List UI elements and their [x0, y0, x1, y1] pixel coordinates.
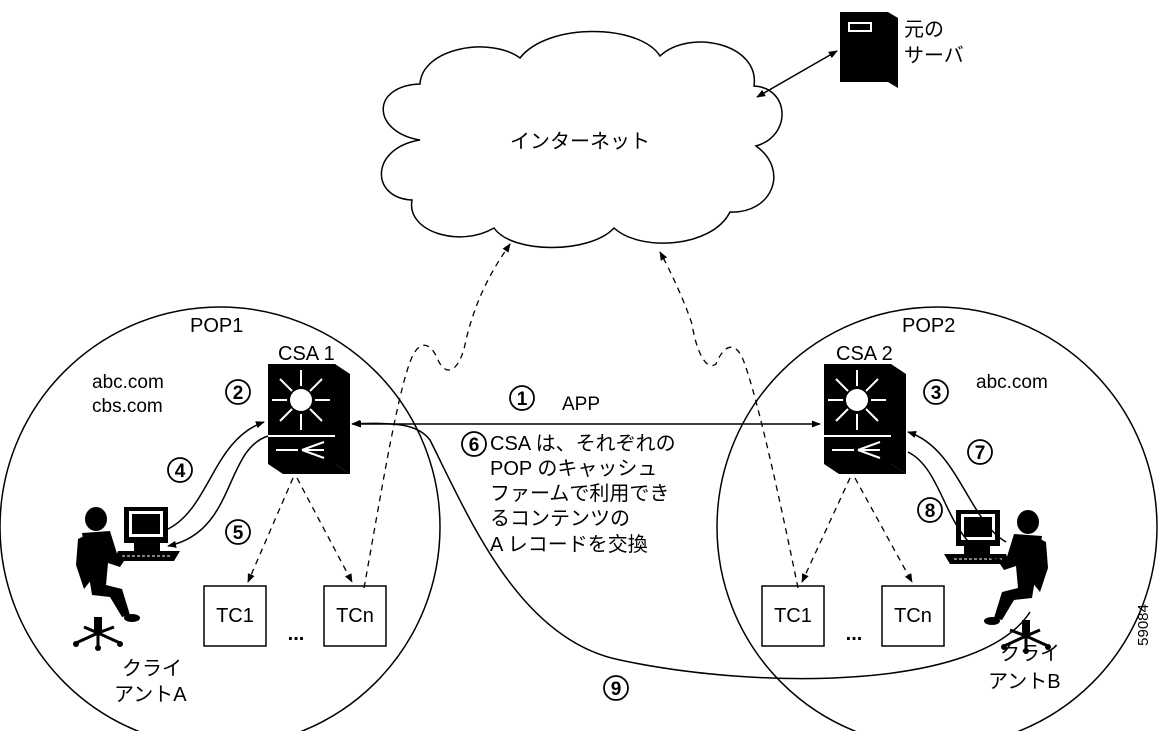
svg-text:るコンテンツの: るコンテンツの	[490, 508, 630, 530]
svg-text:5: 5	[233, 523, 244, 544]
csa1-switch-icon	[267, 363, 351, 475]
svg-text:CSA は、それぞれの: CSA は、それぞれの	[490, 433, 676, 455]
internet-cloud	[380, 30, 783, 249]
pop1-cache-tc1-label: TC1	[216, 605, 254, 627]
cache-distribution-arrows	[247, 477, 913, 583]
step-9-badge: 9	[603, 675, 629, 701]
client-a-label-1: クライ	[122, 657, 182, 680]
svg-text:8: 8	[925, 501, 936, 522]
step-4-badge: 4	[167, 457, 193, 483]
client-a-user-icon	[71, 505, 182, 653]
svg-text:6: 6	[469, 435, 480, 456]
origin-server-label-1: 元の	[904, 19, 944, 41]
origin-server-icon	[840, 12, 898, 88]
pop1-cache-ellipsis: ...	[288, 623, 305, 645]
step-2-badge: 2	[225, 379, 251, 405]
client-a-request-path	[165, 421, 265, 531]
svg-text:3: 3	[931, 383, 942, 404]
cache-internet-paths	[363, 243, 799, 589]
svg-text:4: 4	[175, 461, 186, 482]
pop1-cache-tcn-label: TCn	[336, 605, 374, 627]
csa2-label: CSA 2	[836, 343, 893, 365]
svg-text:7: 7	[975, 443, 986, 464]
step-3-badge: 3	[923, 379, 949, 405]
client-a-label-2: アントA	[114, 684, 187, 706]
pop1-cache-tc1-box	[203, 585, 267, 647]
internet-server-link	[756, 50, 838, 98]
pop1-boundary	[0, 306, 441, 731]
figure-id: 59084	[1135, 604, 1152, 646]
step-1-badge: 1	[509, 385, 535, 411]
pop1-domain-1: abc.com	[92, 372, 164, 393]
client-b-response-path	[907, 451, 1005, 564]
step-7-badge: 7	[967, 439, 993, 465]
step-8-badge: 8	[917, 497, 943, 523]
step9-path	[351, 420, 1031, 680]
pop2-boundary	[716, 306, 1158, 731]
client-a-response-path	[167, 435, 269, 548]
internet-label: インターネット	[510, 130, 650, 153]
pop2-domain-1: abc.com	[976, 372, 1048, 393]
origin-server-label-2: サーバ	[904, 45, 964, 67]
pop2-cache-tcn-label: TCn	[894, 605, 932, 627]
svg-text:1: 1	[517, 389, 528, 410]
pop2-cache-tc1-box	[761, 585, 825, 647]
svg-text:ファームで利用でき: ファームで利用でき	[490, 482, 669, 505]
client-b-label-2: アントB	[988, 671, 1061, 693]
svg-text:A レコードを交換: A レコードを交換	[490, 533, 648, 556]
pop1-label: POP1	[190, 315, 243, 337]
pop1-domain-2: cbs.com	[92, 396, 163, 417]
svg-text:POP のキャッシュ: POP のキャッシュ	[490, 458, 657, 480]
svg-text:2: 2	[233, 383, 244, 404]
pop2-cache-tc1-label: TC1	[774, 605, 812, 627]
csa1-label: CSA 1	[278, 343, 335, 365]
step6-description: CSA は、それぞれの POP のキャッシュ ファームで利用でき るコンテンツの…	[490, 433, 676, 556]
app-label: APP	[562, 394, 600, 415]
step-6-badge: 6	[461, 431, 487, 457]
svg-text:9: 9	[611, 679, 622, 700]
csa2-switch-icon	[823, 363, 907, 475]
pop1-cache-tcn-box	[323, 585, 387, 647]
pop2-label: POP2	[902, 315, 955, 337]
client-b-request-path	[907, 431, 1007, 543]
pop2-cache-ellipsis: ...	[846, 623, 863, 645]
step-5-badge: 5	[225, 519, 251, 545]
pop2-cache-tcn-box	[881, 585, 945, 647]
client-b-label-1: クライ	[1000, 642, 1060, 665]
